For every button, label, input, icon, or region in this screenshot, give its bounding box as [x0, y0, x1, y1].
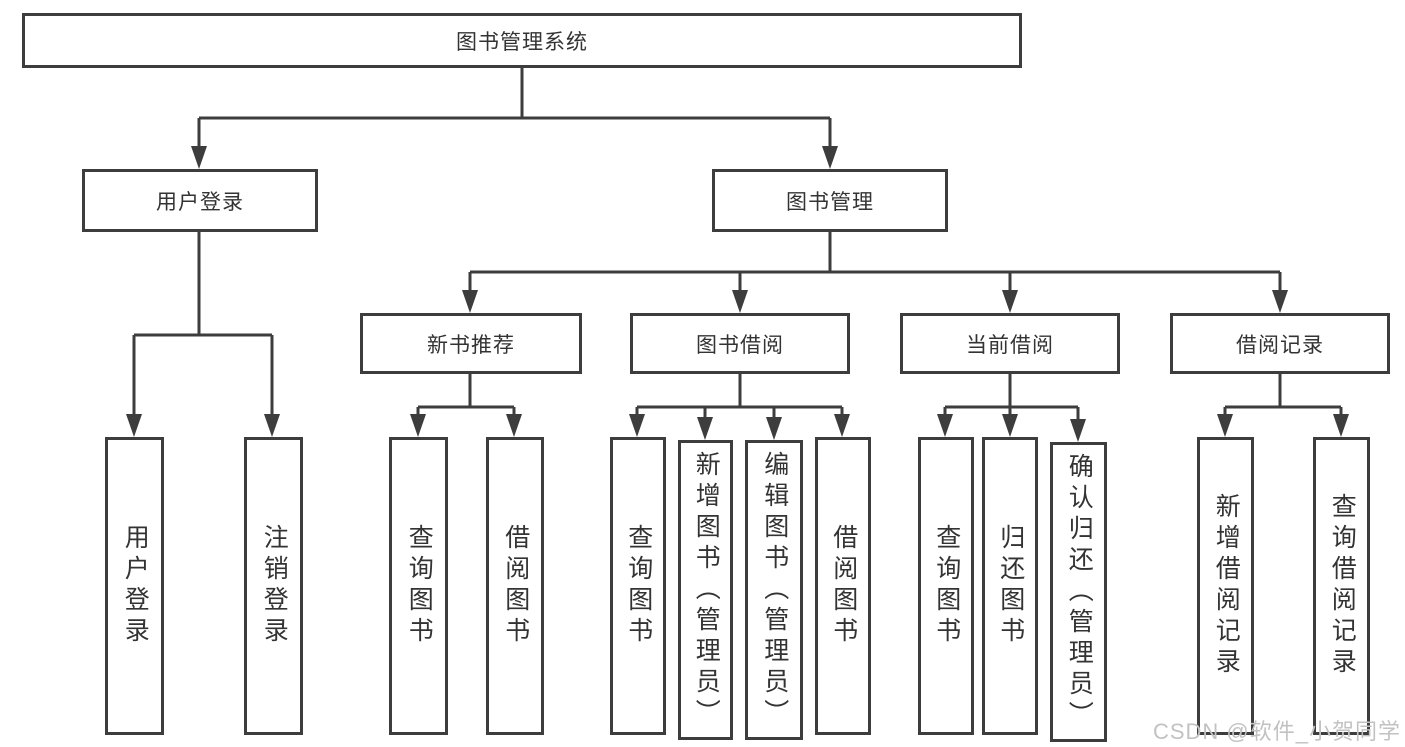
- leaf-add-books-admin: 新增图书（管理员）: [678, 440, 733, 740]
- node-label: 新书推荐: [427, 333, 515, 357]
- node-label: 借阅记录: [1236, 333, 1324, 357]
- node-borrowing-records: 借阅记录: [1170, 313, 1390, 374]
- leaf-label: 新增图书（管理员）: [692, 450, 721, 730]
- leaf-confirm-return-admin: 确认归还（管理员）: [1050, 442, 1107, 742]
- node-label: 当前借阅: [966, 333, 1054, 357]
- leaf-edit-books-admin: 编辑图书（管理员）: [745, 440, 803, 740]
- node-label: 图书管理系统: [456, 30, 588, 54]
- leaf-query-books-1: 查询图书: [389, 437, 448, 735]
- leaf-logout-login: 注销登录: [244, 437, 303, 735]
- leaf-label: 确认归还（管理员）: [1065, 452, 1094, 732]
- node-label: 图书借阅: [696, 333, 784, 357]
- node-label: 图书管理: [786, 190, 874, 214]
- leaf-query-books-3: 查询图书: [918, 437, 974, 735]
- leaf-borrow-books-1: 借阅图书: [486, 437, 544, 735]
- leaf-query-books-2: 查询图书: [610, 437, 666, 735]
- leaf-label: 查询借阅记录: [1328, 493, 1357, 679]
- leaf-label: 编辑图书（管理员）: [760, 450, 789, 730]
- leaf-borrow-books-2: 借阅图书: [815, 437, 871, 735]
- leaf-query-borrow-record: 查询借阅记录: [1313, 437, 1370, 735]
- node-new-book-recommendation: 新书推荐: [360, 313, 582, 374]
- leaf-label: 查询图书: [405, 524, 434, 648]
- csdn-watermark: CSDN @软件_小贺同学: [1152, 719, 1401, 744]
- leaf-user-login: 用户登录: [105, 437, 164, 735]
- leaf-label: 注销登录: [260, 524, 289, 648]
- node-book-borrowing: 图书借阅: [630, 313, 850, 374]
- node-library-management-system: 图书管理系统: [22, 13, 1022, 68]
- node-book-management: 图书管理: [712, 169, 948, 232]
- leaf-label: 查询图书: [932, 524, 961, 648]
- leaf-label: 新增借阅记录: [1212, 493, 1241, 679]
- node-user-login: 用户登录: [82, 169, 318, 232]
- node-current-borrowing: 当前借阅: [900, 313, 1120, 374]
- leaf-return-books: 归还图书: [982, 437, 1038, 735]
- leaf-label: 用户登录: [121, 524, 150, 648]
- leaf-label: 查询图书: [624, 524, 653, 648]
- leaf-add-borrow-record: 新增借阅记录: [1197, 437, 1254, 735]
- leaf-label: 借阅图书: [829, 524, 858, 648]
- node-label: 用户登录: [156, 190, 244, 214]
- leaf-label: 借阅图书: [501, 524, 530, 648]
- leaf-label: 归还图书: [996, 524, 1025, 648]
